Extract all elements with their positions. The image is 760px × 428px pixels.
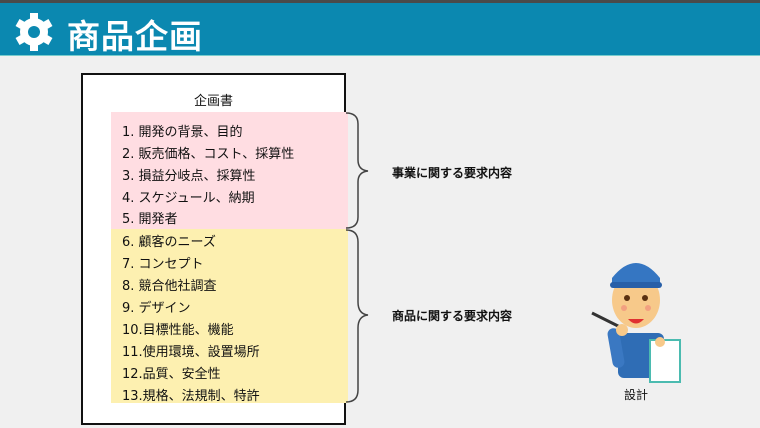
- product-requirements-area: [111, 229, 348, 403]
- list-item: 8. 競合他社調査: [122, 279, 217, 294]
- list-item: 7. コンセプト: [122, 257, 204, 272]
- role-label: 設計: [624, 388, 649, 402]
- planning-document: 企画書 1. 開発の背景、目的 2. 販売価格、コスト、採算性 3. 損益分岐点…: [81, 73, 348, 425]
- product-requirements-label: 商品に関する要求内容: [392, 309, 513, 323]
- top-border: [0, 0, 760, 3]
- business-requirements-area: [111, 112, 348, 229]
- list-item: 4. スケジュール、納期: [122, 191, 255, 206]
- list-item: 6. 顧客のニーズ: [122, 235, 216, 250]
- list-item: 9. デザイン: [122, 301, 191, 316]
- list-item: 13.規格、法規制、特許: [122, 389, 260, 404]
- business-requirements-label: 事業に関する要求内容: [392, 166, 513, 180]
- brace-icon: [345, 112, 369, 403]
- list-item: 1. 開発の背景、目的: [122, 125, 243, 140]
- list-item: 2. 販売価格、コスト、採算性: [122, 147, 295, 162]
- page-title: 商品企画: [67, 17, 203, 56]
- gear-icon: [15, 13, 53, 51]
- list-item: 3. 損益分岐点、採算性: [122, 169, 256, 184]
- list-item: 10.目標性能、機能: [122, 323, 234, 338]
- designer-illustration: [591, 263, 681, 383]
- list-item: 5. 開発者: [122, 212, 178, 227]
- header-bar: 商品企画: [0, 3, 760, 56]
- document-title: 企画書: [193, 94, 233, 109]
- list-item: 11.使用環境、設置場所: [122, 345, 260, 360]
- list-item: 12.品質、安全性: [122, 367, 221, 382]
